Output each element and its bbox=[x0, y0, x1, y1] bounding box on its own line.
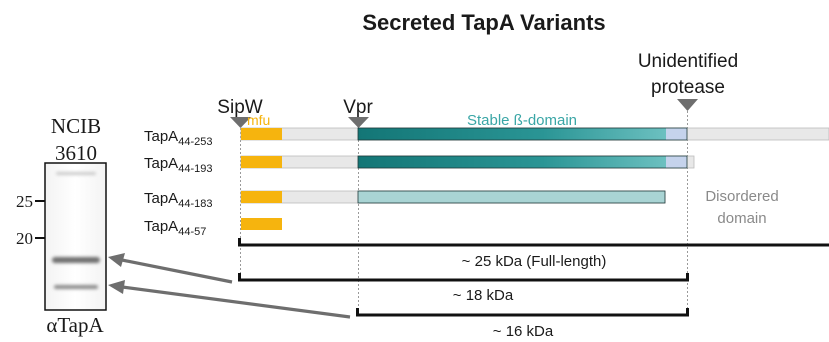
size-label-25kda: ~ 25 kDa (Full-length) bbox=[462, 253, 607, 270]
size-label-18kda: ~ 18 kDa bbox=[453, 287, 514, 304]
sipw-arrowhead-icon bbox=[230, 117, 251, 128]
stable-domain-segment bbox=[358, 128, 666, 140]
arrowhead-icon bbox=[108, 253, 125, 267]
blot-band-faint bbox=[56, 172, 96, 175]
protease-label-line2: protease bbox=[651, 77, 725, 98]
svg-text:TapA44-193: TapA44-193 bbox=[144, 155, 212, 175]
arrow-18kda-to-band bbox=[108, 253, 233, 284]
svg-text:TapA44-253: TapA44-253 bbox=[144, 128, 212, 148]
bracket-16kda: ~ 16 kDa bbox=[356, 308, 689, 340]
stable-domain-segment bbox=[358, 156, 666, 168]
disordered-label-line1: Disordered bbox=[705, 188, 778, 205]
variant-bar-3 bbox=[240, 190, 666, 204]
variant-bar-2 bbox=[240, 155, 695, 169]
strain-label-line2: 3610 bbox=[55, 141, 97, 165]
variant-bar-1 bbox=[240, 127, 829, 141]
size-label-16kda: ~ 16 kDa bbox=[493, 323, 554, 340]
blot-band-upper bbox=[52, 257, 100, 263]
end-segment bbox=[666, 156, 687, 168]
arrowhead-icon bbox=[108, 280, 125, 294]
variant-label-1: TapA44-253 bbox=[144, 128, 212, 148]
mfu-label: mfu bbox=[247, 112, 270, 128]
marker-20: 20 bbox=[16, 229, 33, 248]
svg-text:TapA44-183: TapA44-183 bbox=[144, 190, 212, 210]
variant-label-2: TapA44-193 bbox=[144, 155, 212, 175]
vpr-arrowhead-icon bbox=[348, 117, 369, 128]
bracket-25kda: ~ 25 kDa (Full-length) bbox=[238, 238, 829, 270]
variant-label-4: TapA44-57 bbox=[144, 218, 206, 238]
svg-text:TapA44-57: TapA44-57 bbox=[144, 218, 206, 238]
diagram-title: Secreted TapA Variants bbox=[362, 10, 605, 35]
vpr-label: Vpr bbox=[343, 97, 373, 118]
stable-domain-segment bbox=[357, 190, 666, 204]
variant-bar-4 bbox=[241, 218, 282, 230]
end-segment bbox=[666, 128, 687, 140]
disordered-label-line2: domain bbox=[717, 210, 766, 227]
mfu-segment bbox=[241, 191, 282, 203]
sipw-label: SipW bbox=[217, 97, 262, 118]
western-blot: NCIB 3610 25 20 αTapA bbox=[16, 114, 107, 337]
protease-arrowhead-icon bbox=[677, 99, 698, 111]
bracket-18kda: ~ 18 kDa bbox=[238, 273, 689, 304]
variant-label-3: TapA44-183 bbox=[144, 190, 212, 210]
mfu-segment bbox=[241, 218, 282, 230]
blot-band-lower bbox=[54, 285, 98, 289]
stable-domain-label: Stable ß-domain bbox=[467, 112, 577, 129]
marker-25: 25 bbox=[16, 192, 33, 211]
strain-label-line1: NCIB bbox=[51, 114, 101, 138]
stable-domain-outline bbox=[357, 127, 688, 141]
stable-domain-outline bbox=[357, 155, 688, 169]
protease-label-line1: Unidentified bbox=[638, 51, 738, 72]
antibody-label: αTapA bbox=[46, 313, 104, 337]
mfu-segment bbox=[241, 128, 282, 140]
mfu-segment bbox=[241, 156, 282, 168]
arrow-16kda-to-band bbox=[108, 280, 351, 319]
